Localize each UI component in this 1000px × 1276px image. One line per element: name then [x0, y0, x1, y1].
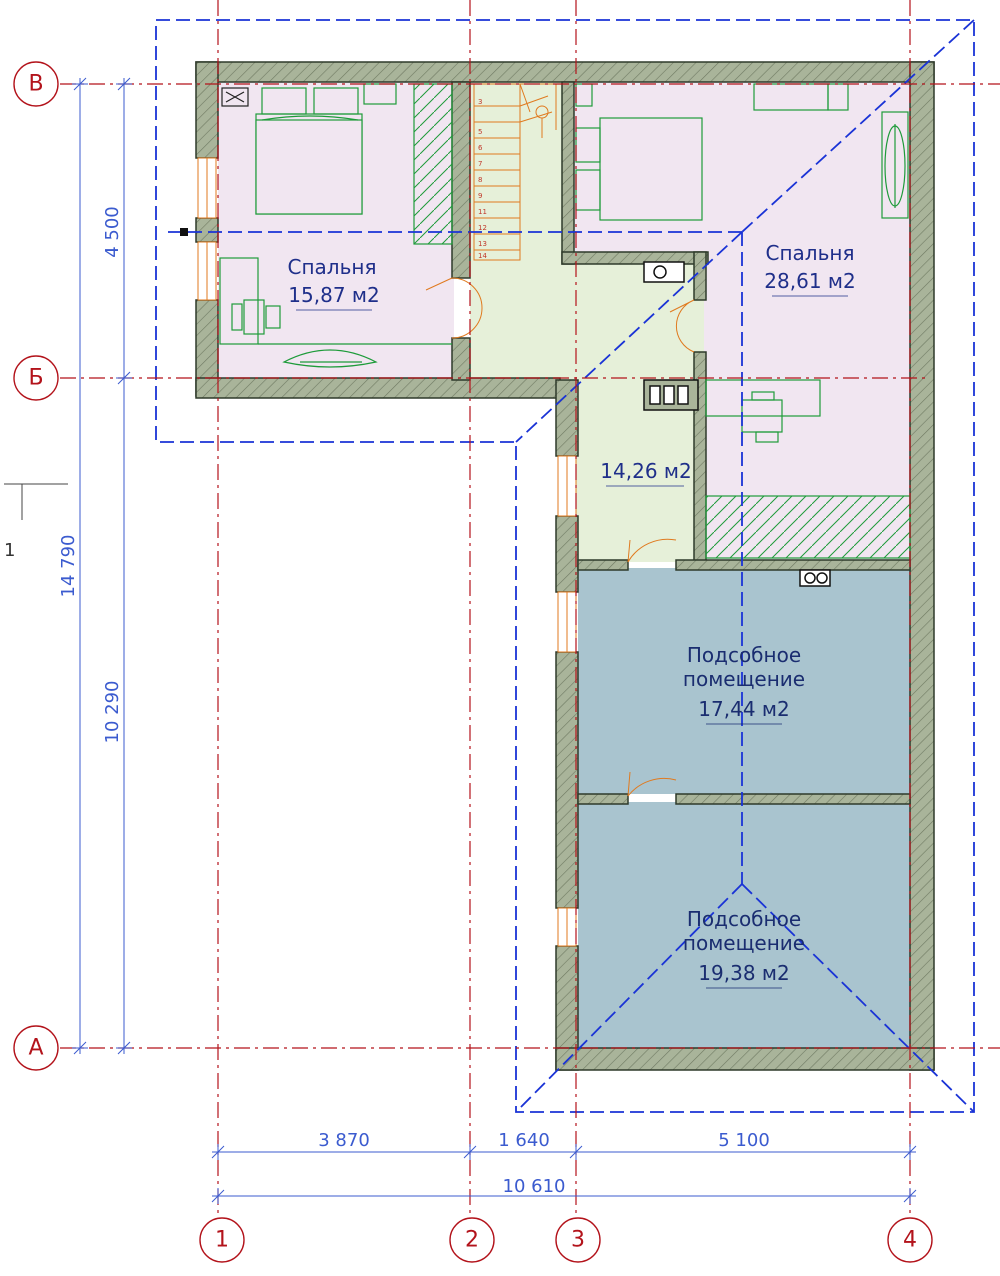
wall-utility-mid-1	[577, 793, 629, 805]
wall-lower-left-3	[555, 651, 579, 909]
wall-lower-left-1	[555, 379, 579, 457]
wall-partition-stair-2	[451, 337, 471, 381]
axis-row-b: Б	[13, 355, 59, 401]
wall-utility-mid-2	[675, 793, 911, 805]
svg-text:1: 1	[215, 1228, 229, 1253]
dimensions	[72, 77, 917, 1204]
wall-right	[909, 61, 935, 1071]
wall-upper-bottom	[195, 377, 561, 399]
doors	[425, 277, 695, 797]
svg-text:А: А	[28, 1036, 43, 1061]
utility-1-name-line2: помещение	[683, 667, 805, 691]
svg-text:4: 4	[903, 1228, 917, 1253]
desk-small	[219, 257, 259, 345]
dim-horizontal-3: 5 100	[718, 1130, 770, 1151]
door-utility	[627, 771, 677, 797]
vent-box	[221, 87, 249, 107]
wall-partition-bedroom	[561, 81, 575, 265]
axis-row-a: А	[13, 1025, 59, 1071]
axis-col-4: 4	[887, 1217, 933, 1263]
wall-top	[195, 61, 935, 83]
axis-col-2: 2	[449, 1217, 495, 1263]
utility-1-fill	[578, 568, 910, 794]
utility-2-area: 19,38 м2	[698, 961, 789, 985]
wall-lower-left-2	[555, 515, 579, 593]
utility-2-fill	[578, 802, 910, 1048]
bed-large	[599, 117, 703, 221]
wardrobe-large	[705, 495, 911, 559]
stair-step-5: 5	[478, 128, 482, 136]
wall-utility-top-1	[577, 559, 629, 571]
dim-vertical-total: 14 790	[58, 535, 79, 598]
dim-vertical-top: 4 500	[102, 206, 123, 258]
wall-bottom	[555, 1047, 935, 1071]
wall-left-1	[195, 61, 219, 159]
axis-grid	[60, 0, 1000, 1216]
dim-horizontal-1: 3 870	[318, 1130, 370, 1151]
stair-step-7: 7	[478, 160, 482, 168]
svg-text:В: В	[28, 72, 43, 97]
roof-marker	[180, 228, 188, 236]
wall-left-2	[195, 217, 219, 243]
utility-1-name-line1: Подсобное	[687, 643, 801, 667]
stair-step-9: 9	[478, 192, 482, 200]
svg-text:Б: Б	[28, 366, 43, 391]
utility-1-area: 17,44 м2	[698, 697, 789, 721]
stair-step-6: 6	[478, 144, 483, 152]
wardrobe-small	[413, 83, 453, 245]
roof-outline	[155, 19, 975, 1113]
bedroom-large-name: Спальня	[766, 241, 855, 265]
stair-step-11: 11	[478, 208, 487, 216]
stair-step-13: 13	[478, 240, 487, 248]
stair-step-8: 8	[478, 176, 482, 184]
dimension-labels: 4 500 10 290 14 790 3 870 1 640 5 100 10…	[58, 206, 770, 1197]
svg-text:2: 2	[465, 1228, 479, 1253]
dim-horizontal-total: 10 610	[503, 1176, 566, 1197]
bedroom-large-fill	[572, 82, 912, 260]
svg-text:3: 3	[571, 1228, 585, 1253]
axis-col-1: 1	[199, 1217, 245, 1263]
utility-2-name-line1: Подсобное	[687, 907, 801, 931]
dim-horizontal-2: 1 640	[498, 1130, 550, 1151]
door-bedroom-large	[669, 299, 695, 353]
door-bedroom-small	[425, 277, 483, 339]
dim-vertical-bottom: 10 290	[102, 681, 123, 744]
section-mark: 1	[4, 483, 68, 561]
furniture	[219, 83, 911, 559]
desk-large	[705, 379, 821, 417]
bedroom-small-area: 15,87 м2	[288, 283, 379, 307]
room-labels: Спальня 15,87 м2 Спальня 28,61 м2 14,26 …	[288, 241, 856, 989]
fixtures	[643, 261, 831, 587]
walls	[195, 61, 935, 1071]
wall-partition-bedroom-h	[561, 251, 709, 265]
wall-partition-stair	[451, 81, 471, 279]
wall-heater	[881, 111, 909, 219]
radiator-small	[282, 349, 378, 368]
section-mark-label: 1	[4, 540, 15, 561]
bedroom-large-area: 28,61 м2	[764, 269, 855, 293]
utility-2-name-line2: помещение	[683, 931, 805, 955]
windows	[197, 157, 577, 947]
hall-area: 14,26 м2	[600, 459, 691, 483]
axis-col-3: 3	[555, 1217, 601, 1263]
stair-step-3: 3	[478, 98, 482, 106]
stair-step-14: 14	[478, 252, 487, 260]
door-hall	[627, 538, 677, 563]
axis-bubbles: В Б А 1 2 3 4	[13, 61, 933, 1263]
stair-step-12: 12	[478, 224, 487, 232]
bedroom-small-name: Спальня	[288, 255, 377, 279]
wall-utility-top-2	[675, 559, 911, 571]
axis-row-v: В	[13, 61, 59, 107]
